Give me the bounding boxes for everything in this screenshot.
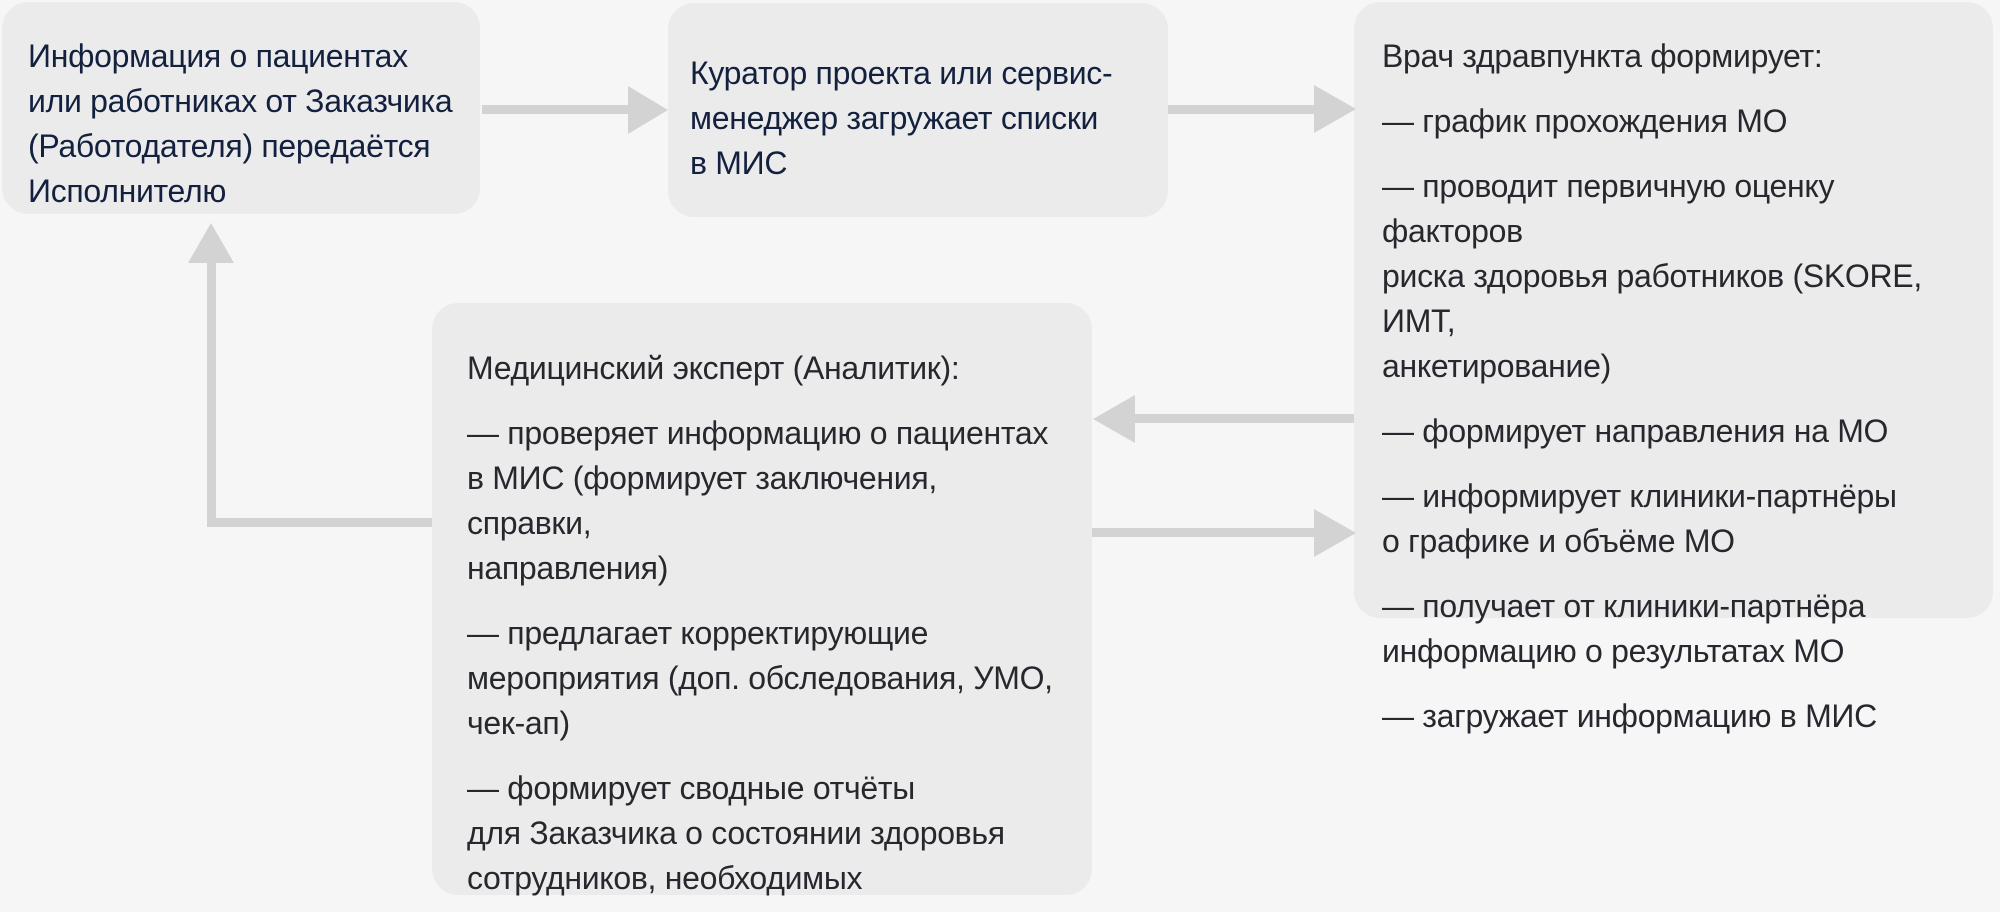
node-doctor-item: — формирует направления на МО [1382, 413, 1889, 449]
arrow-line [207, 262, 216, 527]
node-doctor-item: — информирует клиники-партнёры о графике… [1382, 478, 1897, 559]
arrowhead-right-icon [1314, 509, 1356, 557]
node-expert-title: Медицинский эксперт (Аналитик): [467, 350, 960, 386]
node-customer-info-text: Информация о пациентах или работниках от… [28, 38, 453, 209]
arrow-line [482, 105, 628, 114]
node-curator-text: Куратор проекта или сервис- менеджер заг… [690, 55, 1113, 181]
arrowhead-right-icon [1314, 85, 1356, 133]
node-medical-expert: Медицинский эксперт (Аналитик): — провер… [432, 303, 1092, 912]
node-customer-info: Информация о пациентах или работниках от… [2, 2, 480, 214]
node-expert-item: — проверяет информацию о пациентах в МИС… [467, 415, 1049, 586]
arrow-line [1168, 105, 1314, 114]
node-doctor-item: — получает от клиники-партнёра информаци… [1382, 588, 1866, 669]
node-doctor-item: — график прохождения МО [1382, 103, 1788, 139]
arrow-line [1135, 414, 1354, 423]
arrowhead-left-icon [1093, 395, 1135, 443]
node-doctor-item: — проводит первичную оценку факторов рис… [1382, 168, 1922, 384]
arrowhead-right-icon [628, 86, 668, 134]
node-curator: Куратор проекта или сервис- менеджер заг… [668, 3, 1168, 217]
node-doctor-title: Врач здравпункта формирует: [1382, 38, 1823, 74]
arrow-line [1092, 528, 1314, 537]
node-expert-item: — формирует сводные отчёты для Заказчика… [467, 770, 1005, 912]
node-doctor-item: — загружает информацию в МИС [1382, 698, 1877, 734]
arrow-line [207, 518, 432, 527]
arrowhead-up-icon [188, 223, 234, 263]
node-doctor: Врач здравпункта формирует: — график про… [1354, 2, 1993, 734]
node-expert-item: — предлагает корректирующие мероприятия … [467, 615, 1053, 741]
